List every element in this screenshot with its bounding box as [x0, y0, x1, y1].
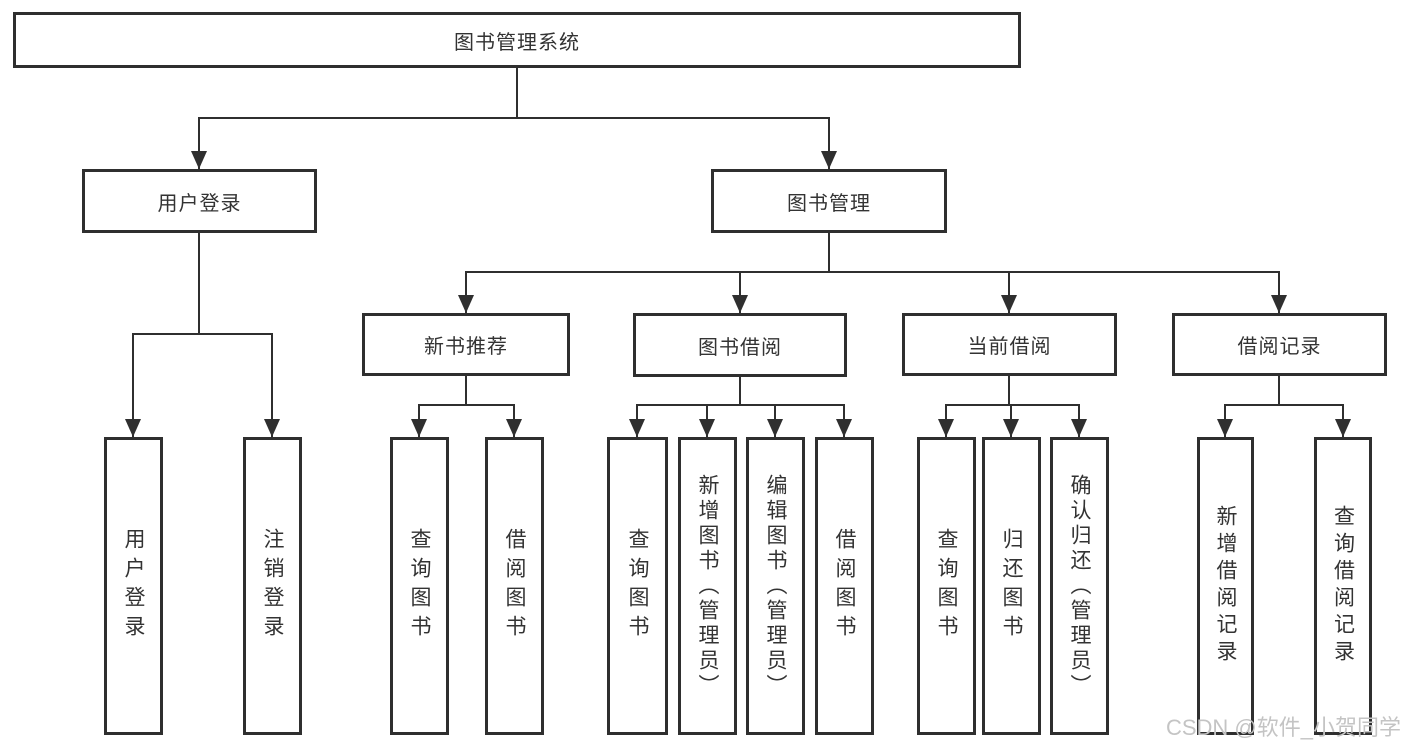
connector-line — [271, 333, 273, 437]
node-current-borrow: 当前借阅 — [902, 313, 1117, 376]
node-borrow-records: 借阅记录 — [1172, 313, 1387, 376]
arrowhead-down-icon — [1003, 419, 1019, 437]
arrowhead-down-icon — [458, 295, 474, 313]
node-user-login: 用户登录 — [82, 169, 317, 233]
connector-line — [828, 117, 830, 169]
leaf-add-book-admin: 新增图书（管理员） — [678, 437, 737, 735]
arrowhead-down-icon — [1071, 419, 1087, 437]
connector-line — [739, 271, 741, 313]
leaf-user-login: 用户登录 — [104, 437, 163, 735]
leaf-logout: 注销登录 — [243, 437, 302, 735]
arrowhead-down-icon — [836, 419, 852, 437]
connector-line — [636, 404, 845, 406]
connector-line — [1278, 271, 1280, 313]
arrowhead-down-icon — [1001, 295, 1017, 313]
arrowhead-down-icon — [1217, 419, 1233, 437]
arrowhead-down-icon — [629, 419, 645, 437]
connector-line — [739, 377, 741, 406]
connector-line — [198, 117, 200, 169]
leaf-borrow-books-2: 借阅图书 — [815, 437, 874, 735]
watermark-csdn: CSDN @软件_小贺同学 — [1165, 715, 1401, 740]
arrowhead-down-icon — [767, 419, 783, 437]
arrowhead-down-icon — [821, 151, 837, 169]
connector-line — [945, 404, 1079, 406]
leaf-query-books-2: 查询图书 — [607, 437, 668, 735]
arrowhead-down-icon — [1335, 419, 1351, 437]
arrowhead-down-icon — [411, 419, 427, 437]
arrowhead-down-icon — [191, 151, 207, 169]
connector-line — [1008, 376, 1010, 406]
node-book-management: 图书管理 — [711, 169, 947, 233]
leaf-edit-book-admin: 编辑图书（管理员） — [746, 437, 805, 735]
connector-line — [418, 404, 515, 406]
connector-line — [132, 333, 134, 437]
arrowhead-down-icon — [938, 419, 954, 437]
connector-line — [828, 233, 830, 273]
connector-line — [465, 271, 1280, 273]
leaf-query-books-3: 查询图书 — [917, 437, 976, 735]
node-root-library-system: 图书管理系统 — [13, 12, 1021, 68]
leaf-add-borrow-record: 新增借阅记录 — [1197, 437, 1254, 735]
leaf-query-books-1: 查询图书 — [390, 437, 449, 735]
connector-line — [132, 333, 273, 335]
connector-line — [1008, 271, 1010, 313]
arrowhead-down-icon — [264, 419, 280, 437]
connector-line — [1224, 404, 1344, 406]
node-new-book-recommend: 新书推荐 — [362, 313, 570, 376]
connector-line — [516, 68, 518, 118]
leaf-confirm-return-admin: 确认归还（管理员） — [1050, 437, 1109, 735]
arrowhead-down-icon — [506, 419, 522, 437]
node-book-borrow: 图书借阅 — [633, 313, 847, 377]
connector-line — [1278, 376, 1280, 406]
arrowhead-down-icon — [1271, 295, 1287, 313]
leaf-return-book: 归还图书 — [982, 437, 1041, 735]
arrowhead-down-icon — [125, 419, 141, 437]
arrowhead-down-icon — [732, 295, 748, 313]
connector-line — [198, 117, 830, 119]
connector-line — [465, 376, 467, 406]
connector-line — [465, 271, 467, 313]
leaf-borrow-books-1: 借阅图书 — [485, 437, 544, 735]
leaf-query-borrow-record: 查询借阅记录 — [1314, 437, 1372, 735]
arrowhead-down-icon — [699, 419, 715, 437]
connector-line — [198, 233, 200, 335]
